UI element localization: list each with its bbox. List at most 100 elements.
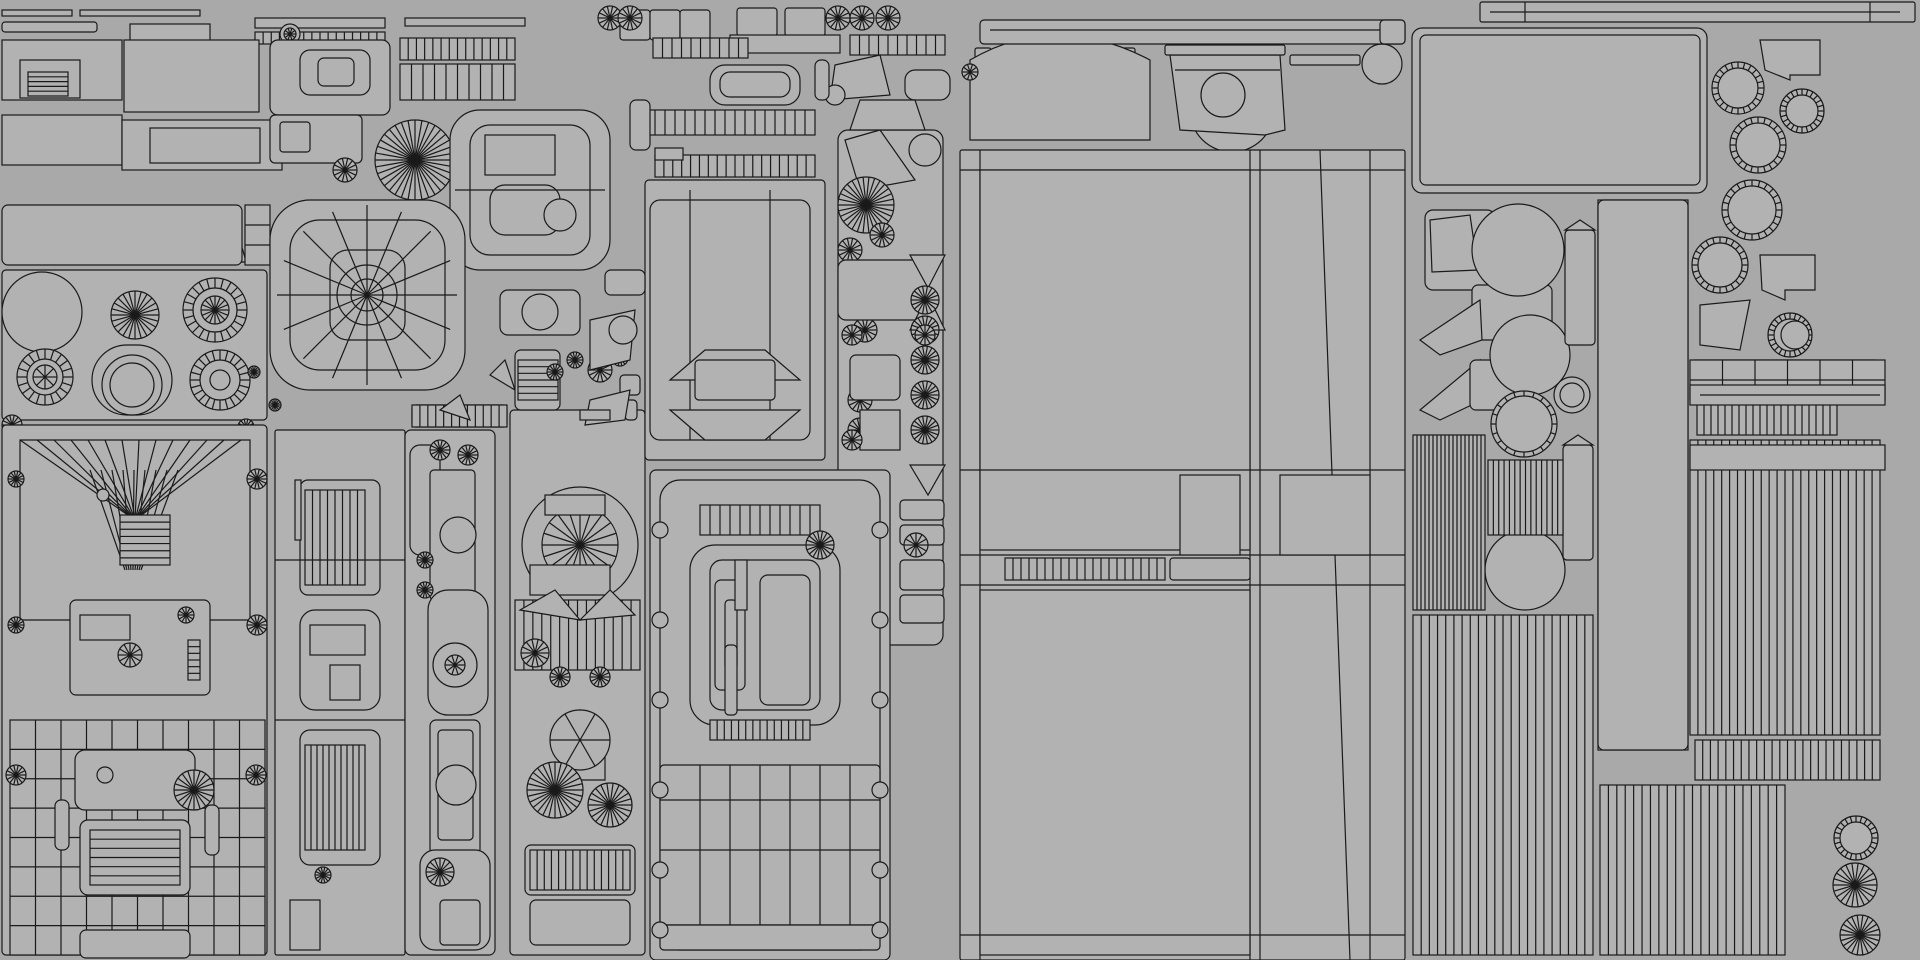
uv-edge — [15, 774, 19, 785]
uv-edge — [1869, 845, 1876, 850]
uv-edge — [542, 789, 556, 816]
uv-edge — [1779, 150, 1786, 153]
uv-edge — [559, 676, 567, 686]
uv-island — [289, 899, 321, 951]
uv-edge — [181, 789, 195, 807]
uv-edge — [846, 334, 853, 344]
uv-edge — [851, 434, 861, 441]
uv-island — [659, 764, 881, 926]
uv-edge — [598, 17, 611, 24]
uv-edge — [921, 359, 926, 374]
uv-island — [899, 559, 945, 591]
uv-edge — [911, 389, 926, 396]
uv-edge — [591, 804, 611, 818]
uv-edge — [1871, 831, 1878, 835]
uv-island — [694, 359, 776, 401]
uv-edge — [204, 353, 211, 363]
uv-edge — [121, 439, 136, 521]
uv-island — [489, 358, 517, 392]
uv-edge — [629, 17, 642, 24]
uv-edge — [1722, 215, 1729, 219]
uv-edge — [826, 17, 839, 24]
uv-edge — [211, 350, 216, 361]
uv-edge — [123, 644, 131, 656]
uv-edge — [383, 159, 416, 187]
uv-edge — [909, 544, 917, 556]
uv-edge — [579, 739, 596, 767]
uv-edge — [186, 293, 197, 300]
uv-edge — [911, 394, 926, 401]
uv-edge — [13, 774, 17, 785]
uv-edge — [1776, 130, 1783, 135]
uv-edge — [924, 382, 933, 396]
uv-edge — [1763, 166, 1766, 173]
uv-edge — [917, 359, 926, 373]
fan-strip — [1, 204, 243, 266]
uv-circle — [96, 766, 114, 784]
uv-edge — [865, 204, 890, 222]
uv-edge — [559, 667, 563, 678]
uv-edge — [233, 293, 244, 300]
uv-edge — [209, 296, 216, 311]
uv-edge — [1836, 826, 1843, 831]
uv-edge — [599, 667, 603, 678]
uv-edge — [122, 293, 136, 316]
uv-edge — [134, 314, 148, 337]
uv-edge — [1773, 124, 1779, 130]
uv-edge — [924, 334, 934, 341]
uv-edge — [439, 871, 451, 883]
uv-edge — [862, 177, 867, 206]
uv-edge — [557, 513, 581, 546]
brick-arch — [969, 34, 1151, 141]
uv-edge — [256, 478, 260, 489]
uv-edge — [44, 376, 54, 386]
uv-edge — [434, 858, 441, 873]
uv-edge — [21, 387, 31, 394]
uv-edge — [123, 654, 131, 666]
uv-edge — [134, 439, 191, 521]
uv-edge — [256, 624, 260, 635]
uv-island — [484, 134, 556, 176]
uv-edge — [2, 420, 13, 426]
uv-edge — [1805, 126, 1809, 133]
uv-edge — [534, 652, 548, 660]
uv-edge — [178, 614, 187, 620]
uv-edge — [433, 449, 441, 459]
uv-island — [724, 644, 738, 716]
uv-edge — [247, 478, 258, 484]
uv-edge — [193, 789, 211, 803]
uv-edge — [1755, 74, 1761, 79]
uv-edge — [861, 329, 866, 342]
uv-edge — [1856, 915, 1861, 936]
uv-edge — [11, 416, 19, 426]
uv-edge — [193, 777, 211, 791]
uv-edge — [1842, 923, 1861, 936]
uv-island — [1179, 474, 1241, 556]
uv-edge — [924, 381, 929, 396]
uv-edge — [579, 513, 603, 546]
uv-edge — [915, 544, 927, 552]
uv-edge — [861, 6, 866, 19]
uv-edge — [851, 439, 861, 446]
uv-edge — [840, 204, 867, 217]
uv-island — [1, 114, 123, 166]
uv-edge — [274, 401, 281, 406]
uv-edge — [838, 249, 851, 256]
uv-edge — [606, 804, 611, 827]
uv-edge — [857, 320, 866, 331]
uv-edge — [969, 66, 977, 73]
uv-edge — [429, 861, 441, 873]
uv-edge — [1780, 104, 1787, 108]
uv-edge — [1844, 818, 1849, 825]
uv-edge — [214, 309, 226, 321]
uv-edge — [609, 787, 625, 806]
uv-edge — [233, 358, 242, 367]
uv-edge — [388, 159, 416, 192]
uv-edge — [1770, 342, 1777, 347]
uv-edge — [1768, 338, 1775, 342]
uv-edge — [193, 364, 203, 371]
uv-island — [659, 924, 881, 951]
uv-edge — [341, 169, 346, 182]
uv-island — [719, 71, 791, 98]
uv-island — [1, 9, 73, 17]
